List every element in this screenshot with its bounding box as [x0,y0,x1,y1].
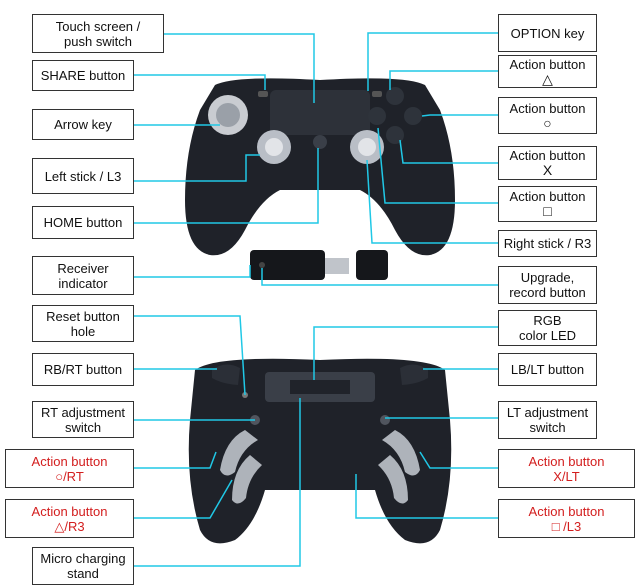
triangle-button-icon [386,87,404,105]
back-paddle-triangle-r3-icon [232,455,262,504]
label-action-circle-rt: Action button○/RT [5,449,134,488]
back-paddle-square-l3-icon [378,455,408,504]
label-rb-rt-button: RB/RT button [32,353,134,386]
option-key-icon [372,91,382,97]
back-paddle-circle-rt-icon [220,430,258,476]
x-button-icon [386,126,404,144]
circle-button-icon [404,107,422,125]
back-controller [188,358,452,544]
lt-adjust-switch-icon [380,415,390,425]
label-upgrade-record: Upgrade,record button [498,266,597,304]
label-option-key: OPTION key [498,14,597,52]
label-arrow-key: Arrow key [32,109,134,140]
lb-lt-trigger-icon [400,364,428,385]
label-right-stick: Right stick / R3 [498,230,597,257]
label-action-triangle-r3: Action button△/R3 [5,499,134,538]
home-button-icon [313,135,327,149]
label-touch-screen: Touch screen /push switch [32,14,164,53]
square-button-icon [368,107,386,125]
back-paddle-x-lt-icon [382,430,420,476]
usb-receiver [250,250,388,280]
share-key-icon [258,91,268,97]
label-lb-lt-button: LB/LT button [498,353,597,386]
label-action-circle: Action button○ [498,97,597,134]
label-action-square: Action button□ [498,186,597,222]
label-left-stick: Left stick / L3 [32,158,134,194]
front-controller [185,78,455,256]
label-share-button: SHARE button [32,60,134,91]
rb-rt-trigger-icon [212,364,240,385]
label-action-square-l3: Action button□ /L3 [498,499,635,538]
leader-lines [134,32,500,567]
label-home-button: HOME button [32,206,134,239]
label-action-triangle: Action button△ [498,55,597,88]
